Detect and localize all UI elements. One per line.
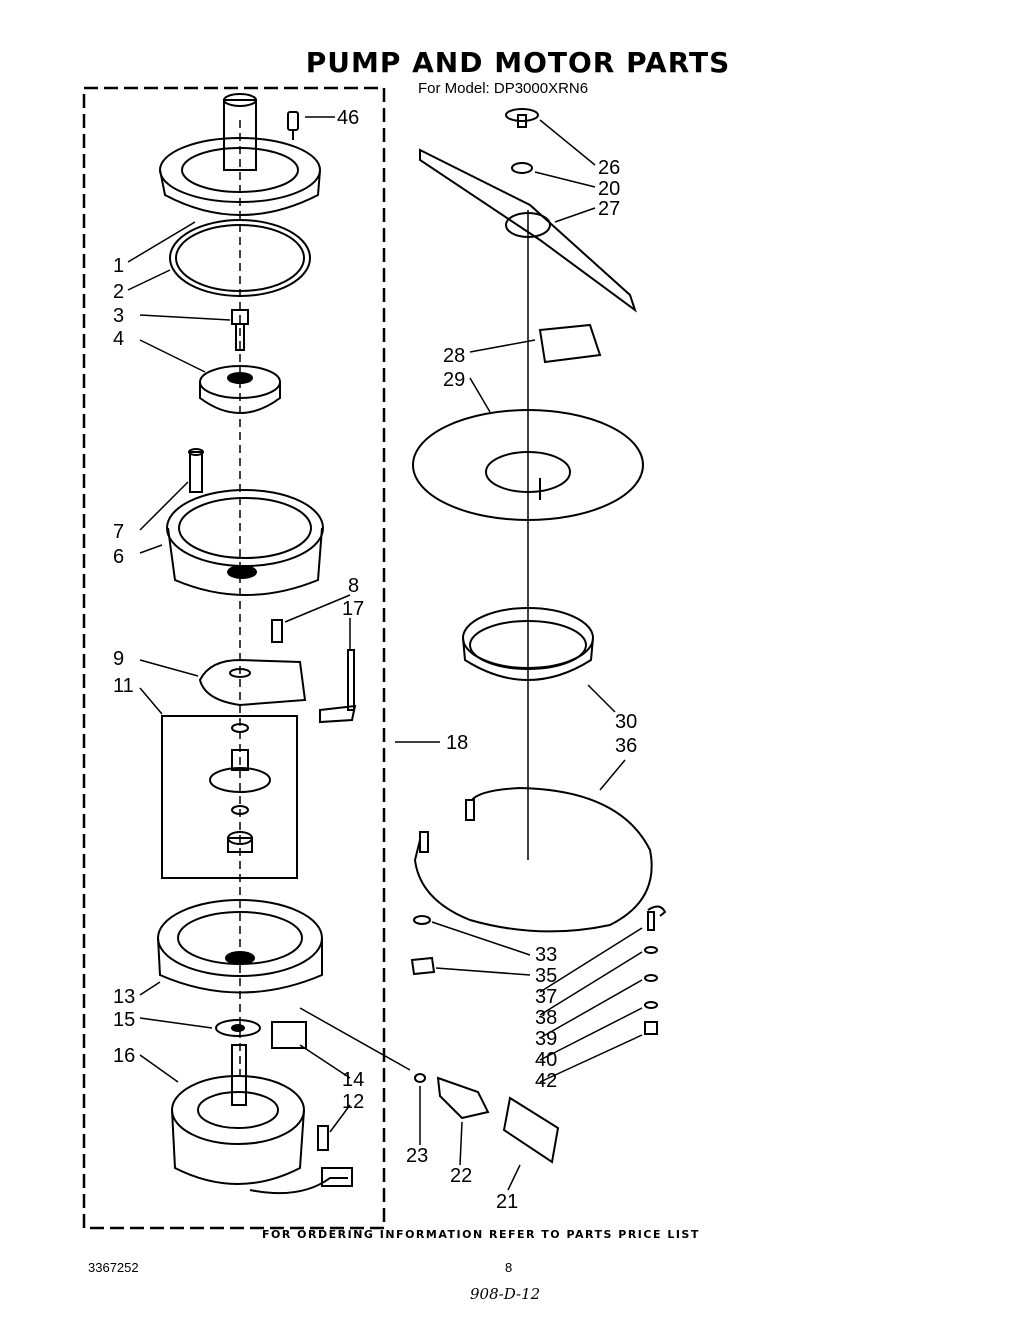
callout-11: 11: [113, 675, 134, 697]
part-4-impeller: [199, 365, 281, 414]
callout-6: 6: [113, 546, 124, 568]
callout-22: 22: [450, 1165, 472, 1187]
callout-4: 4: [113, 328, 124, 350]
callout-8: 8: [348, 575, 359, 597]
part-15-seal: [215, 1019, 261, 1037]
leader-lines: [127, 116, 643, 1191]
part-20-washer: [511, 162, 533, 174]
connector-axis: [299, 1007, 411, 1071]
callout-2: 2: [113, 281, 124, 303]
callout-1: 1: [113, 255, 124, 277]
callout-9: 9: [113, 648, 124, 670]
part-23-oring: [414, 1073, 426, 1083]
callout-7: 7: [113, 521, 124, 543]
document-number: 3367252: [88, 1260, 139, 1275]
callout-labels: 46 1 2 3 4 7 6 8 17 9 11 18 13 15 16 14 …: [113, 107, 637, 1213]
callout-18: 18: [446, 732, 468, 754]
part-12-screw: [317, 1125, 329, 1151]
callout-15: 15: [113, 1009, 135, 1031]
part-27-spray-arm: [419, 148, 637, 313]
callout-46: 46: [337, 107, 359, 129]
part-35-clip: [410, 956, 436, 976]
part-16-motor: [171, 1044, 353, 1195]
callout-3: 3: [113, 305, 124, 327]
callout-30: 30: [615, 711, 637, 733]
part-22-connector: [436, 1076, 490, 1120]
part-28-bracket: [538, 323, 602, 364]
callout-37: 37: [535, 986, 557, 1008]
callout-39: 39: [535, 1028, 557, 1050]
part-2-ring: [169, 219, 311, 297]
callout-16: 16: [113, 1045, 135, 1067]
part-6-housing: [166, 489, 324, 596]
part-1-cover: [159, 93, 321, 216]
callout-21: 21: [496, 1191, 518, 1213]
callout-36: 36: [615, 735, 637, 757]
page-title: PUMP AND MOTOR PARTS: [305, 46, 731, 79]
callout-13: 13: [113, 986, 135, 1008]
callout-28: 28: [443, 345, 465, 367]
part-37-42-hardware-stack: [644, 905, 667, 1035]
part-14-block: [271, 1021, 307, 1049]
part-29-filter-disc: [412, 409, 644, 521]
part-36-heater: [413, 786, 653, 933]
callout-38: 38: [535, 1007, 557, 1029]
part-46-clip: [287, 111, 299, 140]
callout-20: 20: [598, 178, 620, 200]
callout-33: 33: [535, 944, 557, 966]
part-33-washer: [413, 915, 431, 925]
part-17-rod: [319, 649, 357, 724]
part-21-plate: [502, 1096, 560, 1164]
part-9-plate: [198, 658, 307, 707]
callout-35: 35: [535, 965, 557, 987]
part-13-lower-housing: [157, 899, 323, 994]
part-7-bolt: [188, 448, 204, 493]
callout-17: 17: [342, 598, 364, 620]
part-30-ring: [462, 607, 594, 681]
model-label: For Model: DP3000XRN6: [418, 80, 589, 97]
page-number: 8: [505, 1260, 513, 1275]
part-26-cap: [505, 108, 539, 128]
callout-40: 40: [535, 1049, 557, 1071]
callout-26: 26: [598, 157, 620, 179]
assembly-boundary-18: [82, 86, 386, 1230]
ordering-note: FOR ORDERING INFORMATION REFER TO PARTS …: [262, 1228, 700, 1241]
callout-23: 23: [406, 1145, 428, 1167]
callout-27: 27: [598, 198, 620, 220]
part-11-impeller-assembly: [209, 723, 271, 853]
part-8-screw: [271, 619, 283, 643]
part-3-screw: [231, 309, 249, 351]
callout-12: 12: [342, 1091, 364, 1113]
callout-42: 42: [535, 1070, 557, 1092]
part-11-group-box: [161, 715, 298, 879]
callout-29: 29: [443, 369, 465, 391]
handwritten-code: 908-D-12: [470, 1285, 541, 1303]
callout-14: 14: [342, 1069, 364, 1091]
